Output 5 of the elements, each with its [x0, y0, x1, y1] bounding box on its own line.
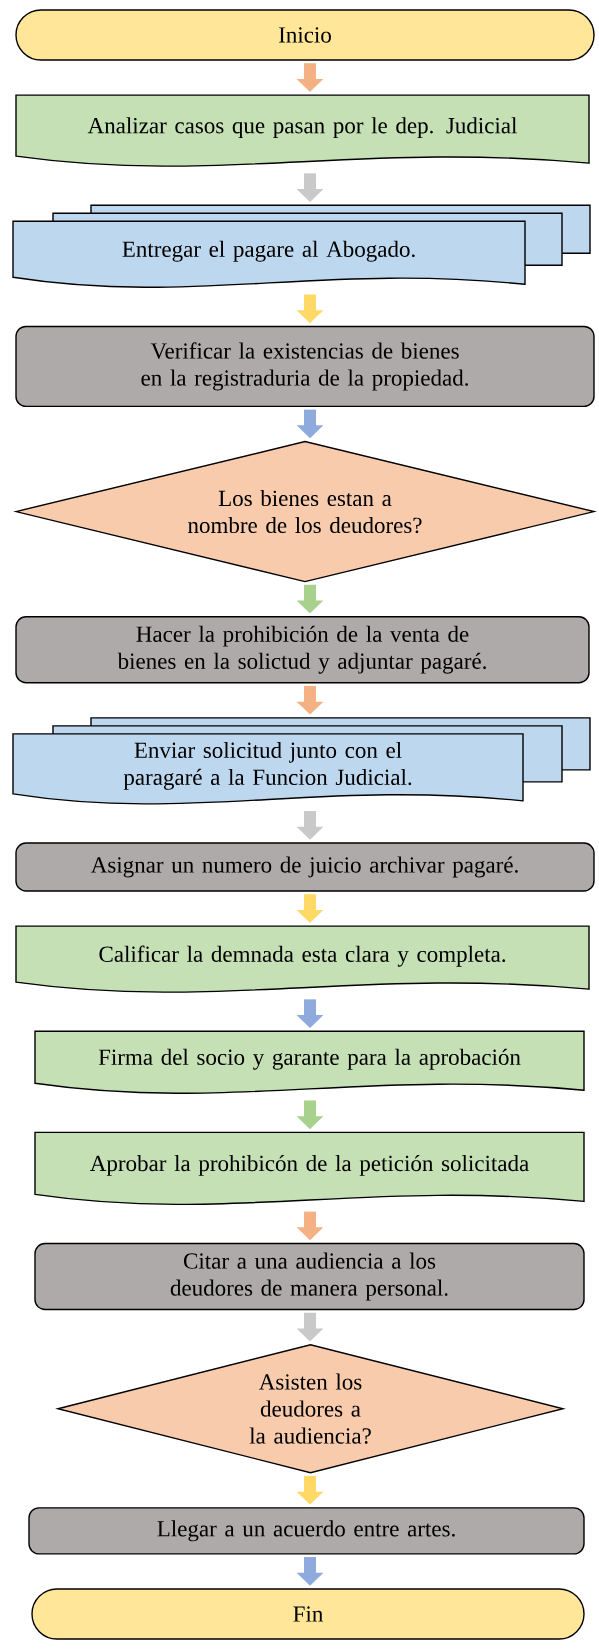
process-box: Hacer la prohibición de la venta de bienes en la solictud y adjuntar pagaré. [15, 616, 590, 684]
process-box: Verificar la existencias de bienes en la registraduria de la propiedad. [15, 325, 595, 408]
process-box: Llegar a un acuerdo entre artes. [28, 1507, 585, 1555]
process-box: Asignar un numero de juicio archivar pagaré. [15, 842, 595, 892]
process-box: Citar a una audiencia a los deudores de manera personal. [34, 1242, 585, 1311]
